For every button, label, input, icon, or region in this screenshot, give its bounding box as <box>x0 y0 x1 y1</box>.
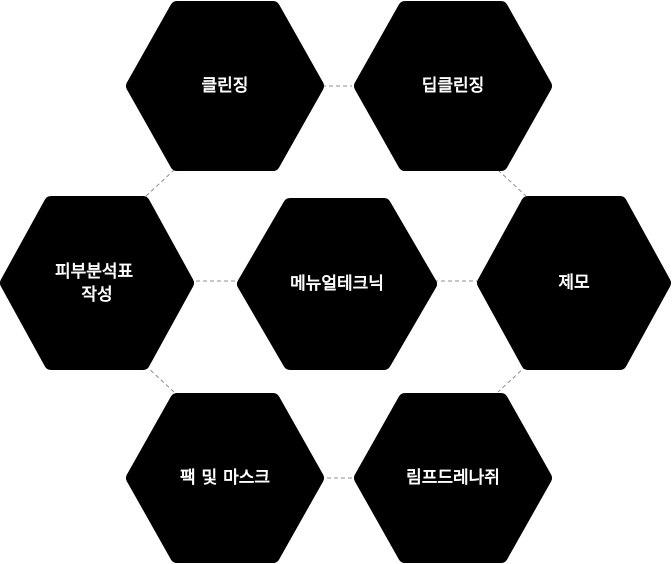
connector-bottom-left-left <box>145 365 175 393</box>
hex-label-line: 작성 <box>81 285 112 305</box>
hex-label-line: 메뉴얼테크닉 <box>290 274 384 294</box>
hex-label-center: 메뉴얼테크닉 <box>290 274 384 294</box>
hex-node-top-left: 클린징 <box>126 1 324 171</box>
hexagon-shape <box>126 393 324 563</box>
hex-label-left: 피부분석표 작성 <box>55 262 139 305</box>
connector-top-right-right <box>497 169 527 197</box>
hexagon-shape <box>126 1 324 171</box>
hexagon-shape <box>0 196 194 370</box>
hex-label-line: 피부분석표 <box>55 262 134 282</box>
connectors <box>145 85 527 479</box>
hex-label-line: 딥클린징 <box>422 76 485 96</box>
hexagon-shape <box>354 393 552 563</box>
hex-label-line: 클린징 <box>202 76 249 96</box>
hex-label-top-right: 딥클린징 <box>422 76 485 96</box>
hex-node-left: 피부분석표 작성 <box>0 196 194 370</box>
hexagon-shape <box>354 1 552 171</box>
hex-node-top-right: 딥클린징 <box>354 1 552 171</box>
hex-node-bottom-right: 림프드레나쥐 <box>354 393 552 563</box>
connector-left-top-left <box>145 169 175 197</box>
hexagon-shape <box>477 196 671 370</box>
hex-node-bottom-left: 팩 및 마스크 <box>126 393 324 563</box>
hex-label-bottom-right: 림프드레나쥐 <box>406 468 500 488</box>
hex-node-center: 메뉴얼테크닉 <box>237 198 437 370</box>
connector-right-bottom-right <box>497 365 527 393</box>
hex-label-bottom-left: 팩 및 마스크 <box>180 468 270 488</box>
hex-label-top-left: 클린징 <box>202 76 249 96</box>
hex-label-line: 팩 및 마스크 <box>180 468 270 488</box>
hex-label-right: 제모 <box>558 273 590 293</box>
hex-node-right: 제모 <box>477 196 671 370</box>
hex-label-line: 제모 <box>558 273 590 293</box>
hex-label-line: 림프드레나쥐 <box>406 468 500 488</box>
hexagon-shape <box>237 198 437 370</box>
